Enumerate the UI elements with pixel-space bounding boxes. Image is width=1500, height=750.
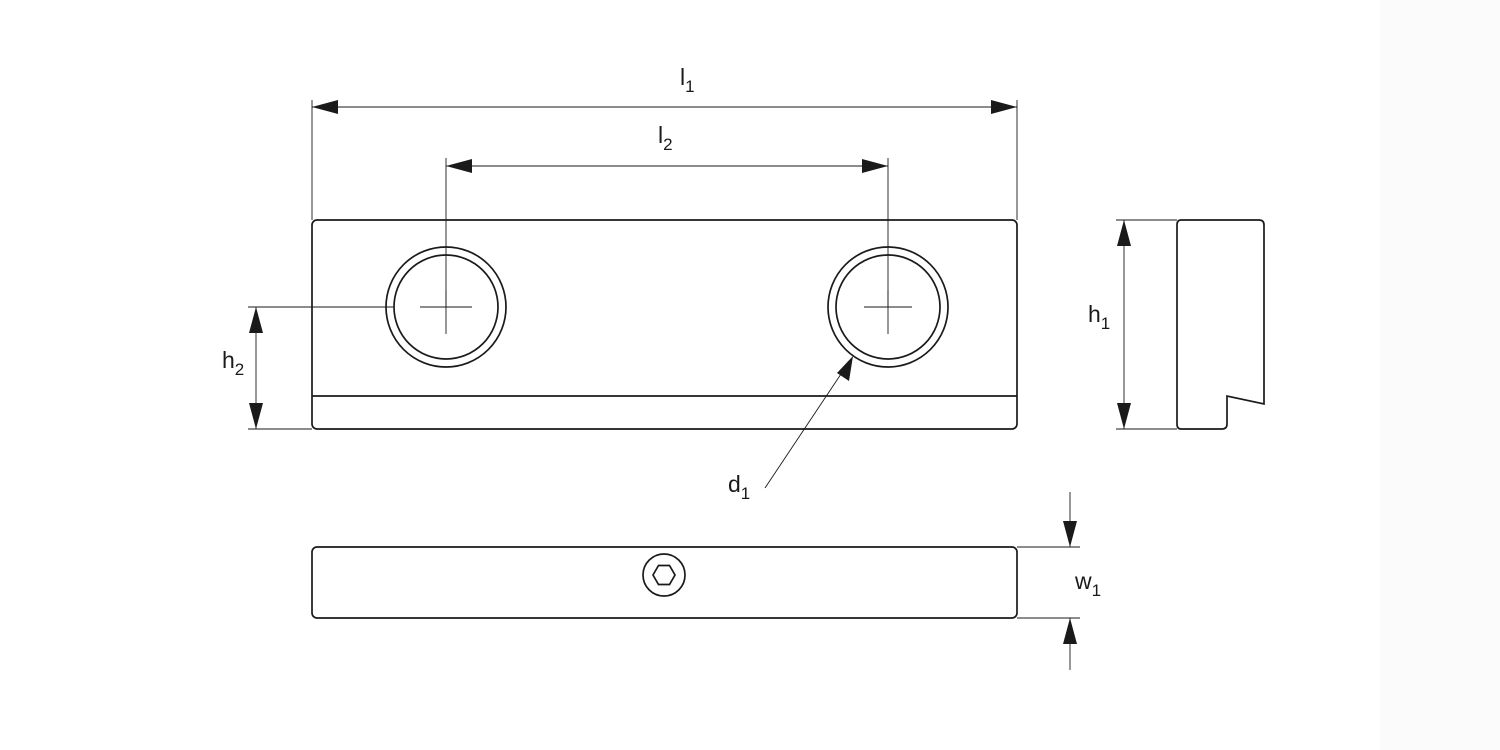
dimension-l1: l1	[311, 64, 1018, 220]
front-view	[311, 219, 1018, 430]
label-l2: l2	[658, 122, 673, 154]
top-view	[311, 546, 1018, 619]
dimension-w1: w1	[1017, 492, 1101, 670]
side-view	[1176, 219, 1265, 430]
dimension-h2: h2	[222, 306, 394, 430]
front-body	[311, 219, 1018, 430]
dimension-l2: l2	[445, 122, 889, 307]
side-profile	[1176, 219, 1265, 430]
page-margin-strip	[1380, 0, 1500, 750]
dimension-h1: h1	[1088, 219, 1177, 430]
hex-socket-icon	[652, 564, 676, 586]
top-body	[311, 546, 1018, 619]
label-h2: h2	[222, 347, 244, 379]
dimension-d1: d1	[728, 356, 853, 503]
label-d1: d1	[728, 471, 750, 503]
hex-socket-ring	[642, 553, 686, 597]
label-h1: h1	[1088, 301, 1110, 333]
label-l1: l1	[680, 64, 695, 96]
label-w1: w1	[1074, 568, 1101, 600]
